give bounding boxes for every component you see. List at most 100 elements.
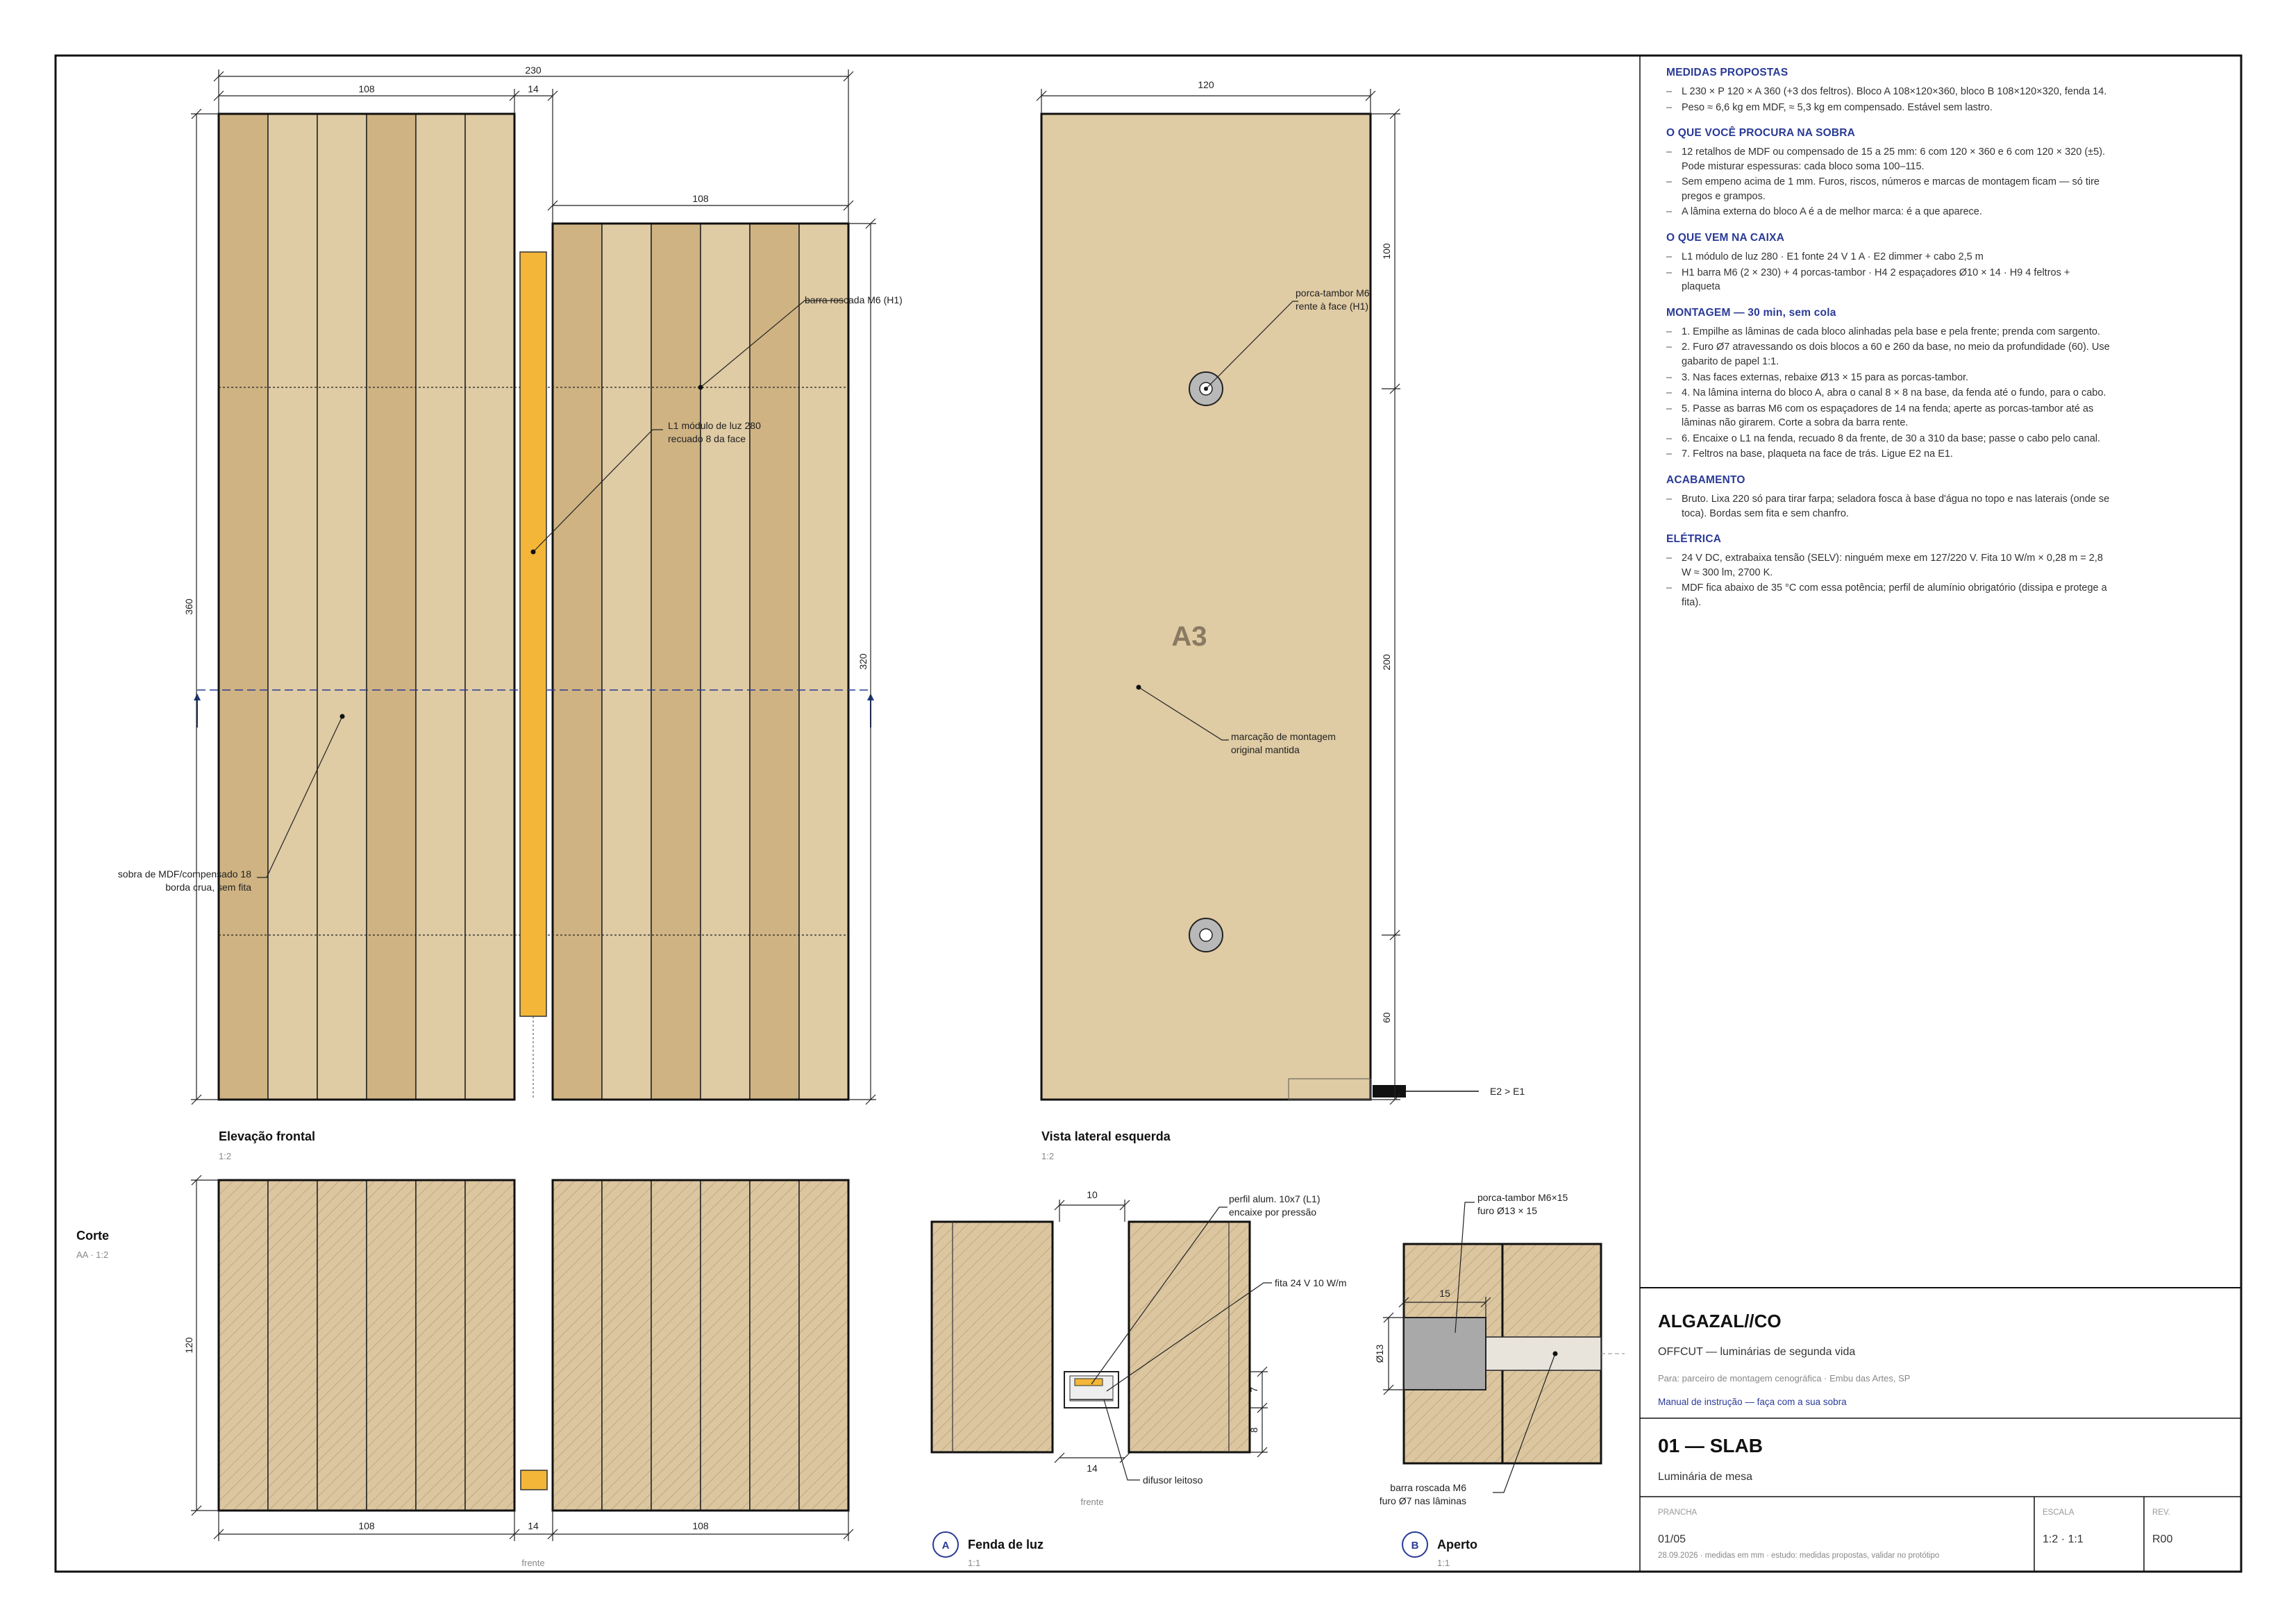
notes-section-title: ACABAMENTO (1666, 473, 1745, 486)
dim-section-gap: 14 (528, 1520, 539, 1531)
section-scale: AA · 1:2 (76, 1250, 108, 1260)
notes-section-title: O QUE VOCÊ PROCURA NA SOBRA (1666, 127, 1856, 140)
scale-value: 1:2 · 1:1 (2043, 1533, 2084, 1545)
dim-side-bottom: 60 (1381, 1012, 1392, 1023)
notes-section-list: 1. Empilhe as lâminas de cada bloco alin… (1666, 325, 2111, 462)
section-dimensions (191, 1175, 854, 1541)
cable-outlet (1373, 1085, 1406, 1098)
label-light-line-1: L1 módulo de luz 280 (668, 420, 761, 431)
front-dimensions (191, 69, 876, 1105)
side-dimensions (1036, 89, 1400, 1105)
label-nut-line-2: rente à face (H1) (1296, 301, 1368, 312)
dim-block-b-width: 108 (692, 193, 709, 204)
rev-label: REV. (2152, 1508, 2170, 1517)
dim-section-a-width: 108 (358, 1520, 375, 1531)
dim-overall-width: 230 (525, 65, 542, 76)
sheet-value: 01/05 (1658, 1533, 1686, 1545)
front-elevation: 230 108 14 108 360 320 barra roscada M6 … (118, 65, 903, 1161)
detail-b-scale: 1:1 (1437, 1558, 1450, 1568)
notes-section-list: 12 retalhos de MDF ou compensado de 15 a… (1666, 145, 2111, 219)
product-name: 01 — SLAB (1658, 1435, 1763, 1456)
detail-a-marker-letter: A (942, 1540, 950, 1551)
label-mark-line-2: original mantida (1231, 744, 1300, 755)
notes-item: MDF fica abaixo de 35 °C com essa potênc… (1666, 581, 2111, 609)
notes-item: 1. Empilhe as lâminas de cada bloco alin… (1666, 325, 2111, 339)
detail-a-dims (1054, 1200, 1268, 1463)
sheet-label: PRANCHA (1658, 1508, 1698, 1517)
scale-label: ESCALA (2043, 1508, 2075, 1517)
light-module (519, 251, 547, 1017)
block-b-front (551, 222, 850, 1101)
dim-side-mid: 200 (1381, 654, 1392, 671)
notes-item: 24 V DC, extrabaixa tensão (SELV): ningu… (1666, 551, 2111, 580)
view-front-title: Elevação frontal (219, 1129, 315, 1143)
detail-b-marker-letter: B (1411, 1540, 1419, 1551)
notes-item: 7. Feltros na base, plaqueta na face de … (1666, 447, 2111, 462)
notes-item: H1 barra M6 (2 × 230) + 4 porcas-tambor … (1666, 266, 2111, 294)
dim-gap-width: 14 (528, 83, 539, 94)
detail-b-label-nut-1: porca-tambor M6×15 (1477, 1192, 1568, 1203)
detail-b-marker (1402, 1531, 1428, 1558)
label-mark-line-1: marcação de montagem (1231, 731, 1336, 742)
notes-section-list: L 230 × P 120 × A 360 (+3 dos feltros). … (1666, 85, 2111, 115)
label-nut-line-1: porca-tambor M6 (1296, 287, 1370, 298)
detail-a-label-diffuser: difusor leitoso (1143, 1474, 1203, 1486)
detail-b: 15 Ø13 porca-tambor M6×15 furo Ø13 × 15 … (1374, 1192, 1625, 1568)
notes-section-list: Bruto. Lixa 220 só para tirar farpa; sel… (1666, 492, 2111, 521)
detail-a-label-profile-2: encaixe por pressão (1229, 1206, 1316, 1218)
notes-item: 5. Passe as barras M6 com os espaçadores… (1666, 402, 2111, 430)
side-view: A3 porca-tambor M6 rente à face (H1) mar… (1036, 79, 1525, 1161)
dim-section-height: 120 (183, 1337, 194, 1354)
label-light-line-2: recuado 8 da face (668, 433, 746, 444)
collection-line: OFFCUT — luminárias de segunda vida (1658, 1346, 1855, 1358)
detail-b-label-rod-1: barra roscada M6 (1390, 1482, 1466, 1493)
section-aa: Corte AA · 1:2 (76, 1175, 854, 1568)
notes-item: Bruto. Lixa 220 só para tirar farpa; sel… (1666, 492, 2111, 521)
label-rod: barra roscada M6 (H1) (805, 294, 903, 305)
notes-panel: MEDIDAS PROPOSTAS L 230 × P 120 × A 360 (… (1666, 65, 2111, 611)
label-offcut-line-2: borda crua, sem fita (165, 882, 251, 893)
notes-section-title: MONTAGEM — 30 min, sem cola (1666, 306, 1836, 319)
notes-item: 12 retalhos de MDF ou compensado de 15 a… (1666, 145, 2111, 174)
front-leaders (257, 300, 844, 878)
sheet-border (54, 54, 2243, 1573)
notes-section-title: MEDIDAS PROPOSTAS (1666, 67, 1788, 78)
side-plaque (1288, 1078, 1371, 1100)
notes-item: Peso ≈ 6,6 kg em MDF, ≈ 5,3 kg em compen… (1666, 101, 2111, 115)
section-block-a (217, 1179, 516, 1512)
dim-block-b-height: 320 (857, 653, 869, 670)
side-leaders (1138, 301, 1298, 741)
detail-b-nut (1403, 1317, 1486, 1390)
dim-side-top: 100 (1381, 243, 1392, 260)
notes-section-title: ELÉTRICA (1666, 533, 1722, 546)
section-light-module (520, 1470, 548, 1490)
label-offcut-line-1: sobra de MDF/compensado 18 (118, 868, 251, 880)
product-sub: Luminária de mesa (1658, 1471, 1752, 1483)
detail-b-label-nut-2: furo Ø13 × 15 (1477, 1205, 1537, 1216)
section-block-b (551, 1179, 850, 1512)
notes-item: A lâmina externa do bloco A é a de melho… (1666, 205, 2111, 219)
notes-item: 4. Na lâmina interna do bloco A, abra o … (1666, 386, 2111, 401)
for-line: Para: parceiro de montagem cenográfica ·… (1658, 1373, 1910, 1384)
dim-section-b-width: 108 (692, 1520, 709, 1531)
detail-a-label-profile-1: perfil alum. 10x7 (L1) (1229, 1193, 1321, 1204)
detail-a-front-label: frente (1080, 1497, 1103, 1507)
detail-a-leaders (1091, 1206, 1272, 1481)
notes-item: Sem empeno acima de 1 mm. Furos, riscos,… (1666, 175, 2111, 203)
detail-b-rod (1485, 1336, 1602, 1371)
detail-a-block-left (930, 1220, 1054, 1454)
notes-section-list: L1 módulo de luz 280 · E1 fonte 24 V 1 A… (1666, 250, 2111, 294)
dim-side-depth: 120 (1198, 79, 1214, 90)
detail-a-dim-channel: 14 (1087, 1463, 1098, 1474)
detail-b-dim-15: 15 (1439, 1288, 1450, 1299)
detail-a-dim-7: 7 (1248, 1387, 1259, 1393)
detail-b-dim-13: Ø13 (1374, 1345, 1385, 1363)
detail-a: 10 14 7 8 perfil alum. 10x7 (L1) encaixe… (930, 1189, 1346, 1568)
notes-item: 3. Nas faces externas, rebaixe Ø13 × 15 … (1666, 371, 2111, 385)
sheet-footer: 28.09.2026 · medidas em mm · estudo: med… (1658, 1551, 1939, 1560)
detail-a-title: Fenda de luz (968, 1538, 1044, 1551)
nut-bottom (1189, 918, 1223, 952)
notes-item: L 230 × P 120 × A 360 (+3 dos feltros). … (1666, 85, 2111, 99)
view-side-scale: 1:2 (1041, 1151, 1054, 1161)
